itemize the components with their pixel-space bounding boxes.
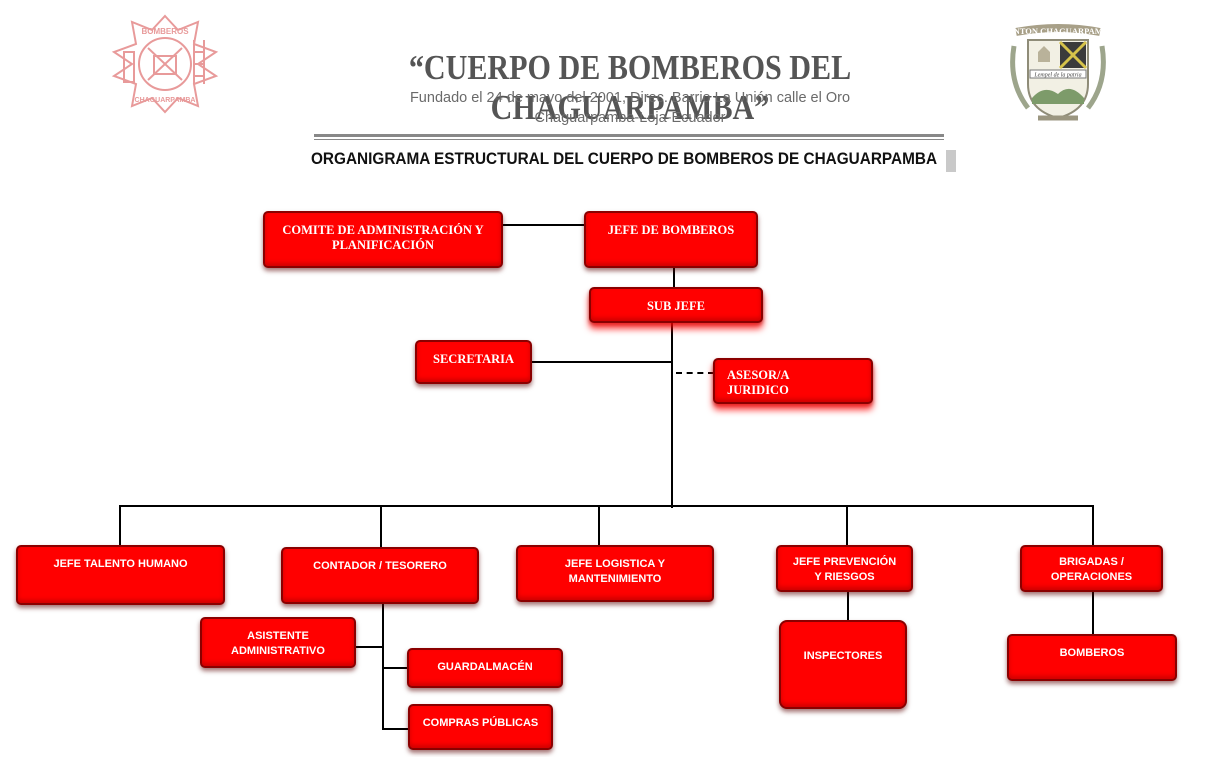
logo-ribbon-text: Lempel de la patria — [1033, 73, 1081, 79]
organization-title: “CUERPO DE BOMBEROS DEL CHAGUARPAMBA” — [408, 48, 852, 127]
node-compras-publicas: COMPRAS PÚBLICAS — [408, 704, 553, 750]
node-guardalmacen: GUARDALMACÉN — [407, 648, 563, 688]
node-jefe-logistica: JEFE LOGISTICA Y MANTENIMIENTO — [516, 545, 714, 602]
location-subtitle: Chaguarpamba-Loja-Ecuador — [534, 110, 726, 126]
node-jefe-prevencion: JEFE PREVENCIÓN Y RIESGOS — [776, 545, 913, 592]
logo-banner-text: CANTON CHAGUARPAMBA — [1008, 26, 1108, 36]
logo-top-text: BOMBEROS — [141, 27, 189, 36]
node-contador-tesorero: CONTADOR / TESORERO — [281, 547, 479, 604]
chart-heading: ORGANIGRAMA ESTRUCTURAL DEL CUERPO DE BO… — [311, 150, 938, 168]
canton-shield-logo: CANTON CHAGUARPAMBA Lempel de la patria — [1008, 24, 1108, 121]
connector-drop-talento — [119, 505, 121, 547]
connector-comite-jefe — [502, 224, 586, 226]
node-asistente-administrativo: ASISTENTE ADMINISTRATIVO — [200, 617, 356, 668]
connector-asesor-dashed — [676, 372, 714, 374]
connector-main-trunk — [671, 323, 673, 508]
connector-drop-logistica — [598, 507, 600, 547]
connector-brigadas-bomberos — [1092, 592, 1094, 635]
connector-drop-contador — [380, 507, 382, 549]
node-bomberos: BOMBEROS — [1007, 634, 1177, 681]
logo-bottom-text: CHAGUARPAMBA — [135, 97, 196, 104]
connector-asistente — [355, 646, 383, 648]
connector-drop-brigadas — [1092, 505, 1094, 547]
node-asesor-juridico: ASESOR/A JURIDICO — [713, 358, 873, 404]
text-cursor-highlight — [946, 150, 956, 172]
connector-horizontal-bus — [119, 505, 1094, 507]
node-sub-jefe: SUB JEFE — [589, 287, 763, 323]
node-inspectores: INSPECTORES — [779, 620, 907, 709]
connector-jefe-subjefe — [673, 268, 675, 290]
connector-prevencion-inspectores — [847, 592, 849, 622]
node-secretaria: SECRETARIA — [415, 340, 532, 384]
node-brigadas-operaciones: BRIGADAS / OPERACIONES — [1020, 545, 1163, 592]
founding-subtitle: Fundado el 24 de mayo del 2001, Direc. B… — [409, 90, 851, 106]
node-comite-administracion: COMITE DE ADMINISTRACIÓN Y PLANIFICACIÓN — [263, 211, 503, 268]
connector-secretaria — [532, 361, 672, 363]
fire-department-logo: BOMBEROS CHAGUARPAMBA — [111, 14, 219, 114]
header-rule-thick — [314, 134, 944, 137]
node-jefe-de-bomberos: JEFE DE BOMBEROS — [584, 211, 758, 268]
connector-guardalmacen — [382, 667, 408, 669]
node-jefe-talento-humano: JEFE TALENTO HUMANO — [16, 545, 225, 605]
connector-compras — [382, 728, 408, 730]
header-rule-thin — [314, 139, 944, 140]
connector-drop-prevencion — [846, 505, 848, 547]
